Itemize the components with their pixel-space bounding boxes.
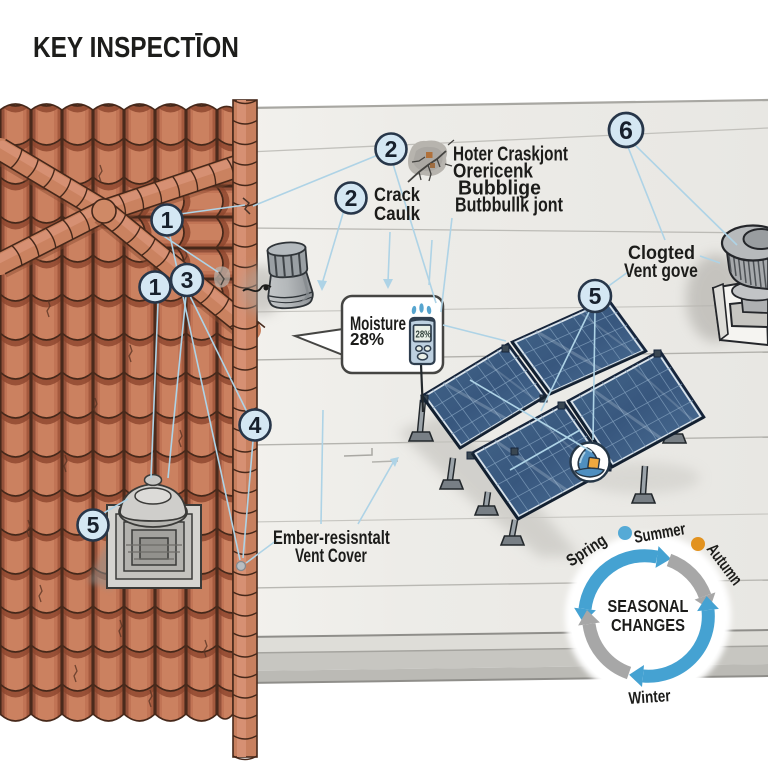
svg-text:CHANGES: CHANGES bbox=[611, 616, 685, 636]
svg-text:Vent Cover: Vent Cover bbox=[295, 545, 367, 567]
svg-text:Moisture: Moisture bbox=[350, 314, 406, 335]
svg-text:Clogted: Clogted bbox=[628, 242, 695, 264]
svg-text:Butbbullk jont: Butbbullk jont bbox=[455, 193, 563, 216]
svg-text:SEASONAL: SEASONAL bbox=[608, 597, 689, 617]
svg-text:6: 6 bbox=[619, 117, 633, 145]
svg-text:1: 1 bbox=[149, 274, 162, 300]
svg-text:2: 2 bbox=[385, 136, 398, 162]
svg-text:5: 5 bbox=[87, 512, 100, 538]
svg-text:Crack: Crack bbox=[374, 184, 421, 206]
svg-text:Vent gove: Vent gove bbox=[624, 260, 698, 282]
svg-text:3: 3 bbox=[181, 267, 194, 293]
svg-text:Caulk: Caulk bbox=[374, 202, 421, 224]
svg-text:28%: 28% bbox=[416, 329, 432, 340]
svg-text:KEY INSPECTĪON: KEY INSPECTĪON bbox=[33, 31, 239, 63]
svg-text:28%: 28% bbox=[350, 329, 384, 350]
svg-text:1: 1 bbox=[161, 207, 174, 233]
svg-text:5: 5 bbox=[589, 283, 602, 309]
svg-text:Hoter Craskjont: Hoter Craskjont bbox=[453, 142, 568, 165]
svg-text:Winter: Winter bbox=[628, 687, 671, 709]
svg-text:Bubblige: Bubblige bbox=[458, 177, 541, 200]
svg-text:2: 2 bbox=[345, 185, 358, 211]
svg-text:Orericenk: Orericenk bbox=[453, 160, 533, 183]
svg-text:Ember-resisntalt: Ember-resisntalt bbox=[273, 527, 390, 548]
svg-text:4: 4 bbox=[249, 412, 262, 438]
